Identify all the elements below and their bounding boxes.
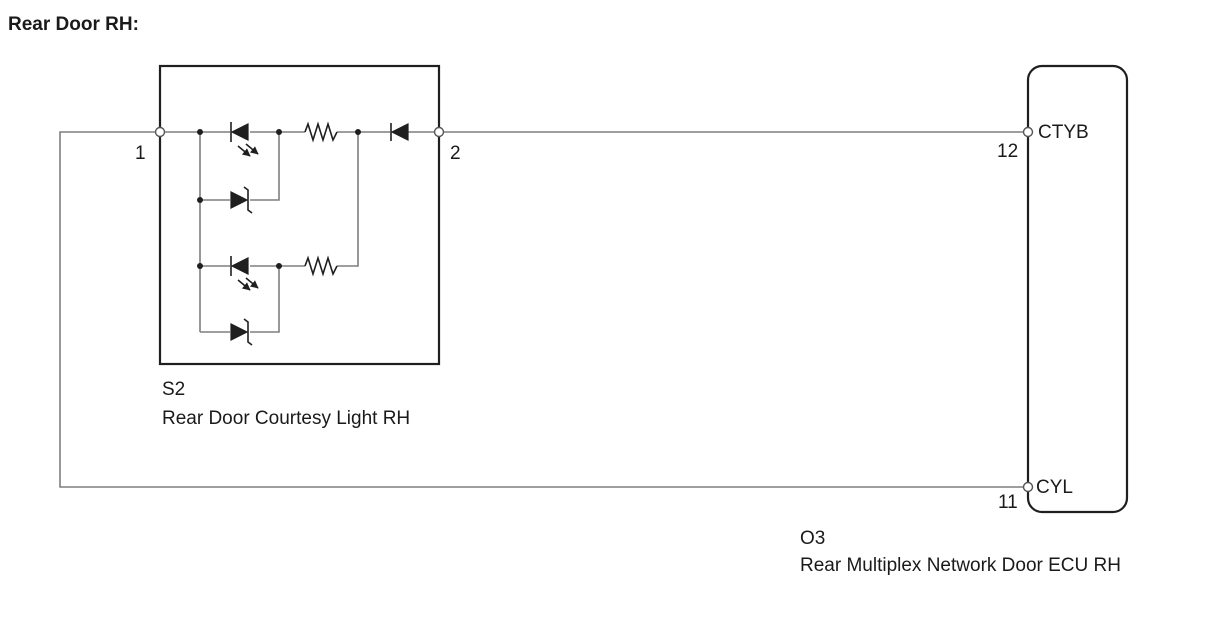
led-diode-1: [230, 122, 259, 157]
courtesy-light-internal-wiring: [160, 131, 439, 333]
wire-pin1-to-cyl: [59, 131, 1028, 488]
courtesy-light-name: Rear Door Courtesy Light RH: [162, 408, 410, 429]
courtesy-light-pin-1-label: 1: [135, 143, 146, 164]
ecu-terminal-11: [1022, 481, 1034, 493]
courtesy-light-box: [158, 64, 441, 366]
ecu-name: Rear Multiplex Network Door ECU RH: [800, 555, 1121, 576]
courtesy-light-terminal-2: [433, 126, 445, 138]
ecu-pin-12-label: 12: [997, 141, 1018, 162]
external-wiring: [59, 131, 1028, 488]
resistor-2: [304, 255, 338, 277]
junction-dots: [197, 129, 361, 269]
ecu-component: CTYB 12 CYL 11 O3 Rear Multiplex Network…: [800, 64, 1129, 576]
courtesy-light-component: 1 2 S2 Rear Door Courtesy Light RH: [135, 64, 461, 429]
ecu-code: O3: [800, 528, 825, 549]
led-diode-2: [230, 256, 259, 291]
ecu-pin-cyl-label: CYL: [1036, 477, 1073, 498]
ecu-terminal-12: [1022, 126, 1034, 138]
series-diode: [390, 123, 409, 141]
ecu-box: [1026, 64, 1129, 514]
zener-diode-2: [230, 318, 253, 346]
diagram-title: Rear Door RH:: [8, 14, 139, 35]
resistor-1: [304, 121, 338, 143]
ecu-pin-ctyb-label: CTYB: [1038, 122, 1089, 143]
courtesy-light-code: S2: [162, 379, 185, 400]
courtesy-light-pin-2-label: 2: [450, 143, 461, 164]
zener-diode-1: [230, 186, 253, 214]
courtesy-light-terminal-1: [154, 126, 166, 138]
ecu-pin-11-label: 11: [998, 492, 1018, 513]
